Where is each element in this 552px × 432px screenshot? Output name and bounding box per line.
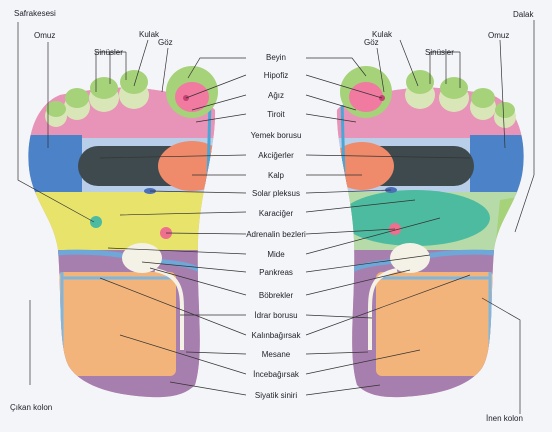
label-omuz-right: Omuz xyxy=(488,31,509,40)
label-yemek-borusu: Yemek borusu xyxy=(251,131,302,140)
label-mide: Mide xyxy=(267,250,284,259)
label-goz-right: Göz xyxy=(364,38,379,47)
right-foot xyxy=(322,66,532,400)
label-tiroit: Tiroit xyxy=(267,110,284,119)
left-gallbladder-dot xyxy=(90,216,102,228)
label-pankreas: Pankreas xyxy=(259,268,293,277)
left-heel-intestine xyxy=(58,272,176,376)
left-liver-zone xyxy=(20,192,230,250)
label-siyatik-siniri: Siyatik siniri xyxy=(255,391,297,400)
label-beyin: Beyin xyxy=(266,53,286,62)
right-stomach-zone xyxy=(340,190,490,246)
label-hipofiz: Hipofiz xyxy=(264,71,288,80)
left-foot xyxy=(20,66,230,400)
label-adrenalin-bezleri: Adrenalin bezleri xyxy=(246,230,306,239)
label-sinusler-left: Sinüsler xyxy=(94,48,123,57)
label-kalp: Kalp xyxy=(268,171,284,180)
label-agiz: Ağız xyxy=(268,91,284,100)
label-idrar-borusu: İdrar borusu xyxy=(254,311,297,320)
label-omuz-left: Omuz xyxy=(34,31,55,40)
label-sinusler-right: Sinüsler xyxy=(425,48,454,57)
label-kalinbagirsak: Kalınbağırsak xyxy=(252,331,301,340)
left-heart-zone xyxy=(158,141,226,191)
label-bobrekler: Böbrekler xyxy=(259,291,293,300)
label-mesane: Mesane xyxy=(262,350,290,359)
label-kulak-left: Kulak xyxy=(139,30,159,39)
label-karaciger: Karaciğer xyxy=(259,209,293,218)
label-safrakesesi: Safrakesesi xyxy=(14,9,56,18)
label-goz-left: Göz xyxy=(158,38,173,47)
label-inen-kolon: İnen kolon xyxy=(486,414,523,423)
label-incebagirsak: İncebağırsak xyxy=(253,370,299,379)
label-kulak-right: Kulak xyxy=(372,30,392,39)
right-shoulder-zone xyxy=(470,135,532,195)
label-akcigerler: Akciğerler xyxy=(258,151,294,160)
right-heart-zone xyxy=(330,142,394,190)
label-dalak: Dalak xyxy=(513,10,533,19)
label-solar-pleksus: Solar pleksus xyxy=(252,189,300,198)
label-cikan-kolon: Çıkan kolon xyxy=(10,403,52,412)
